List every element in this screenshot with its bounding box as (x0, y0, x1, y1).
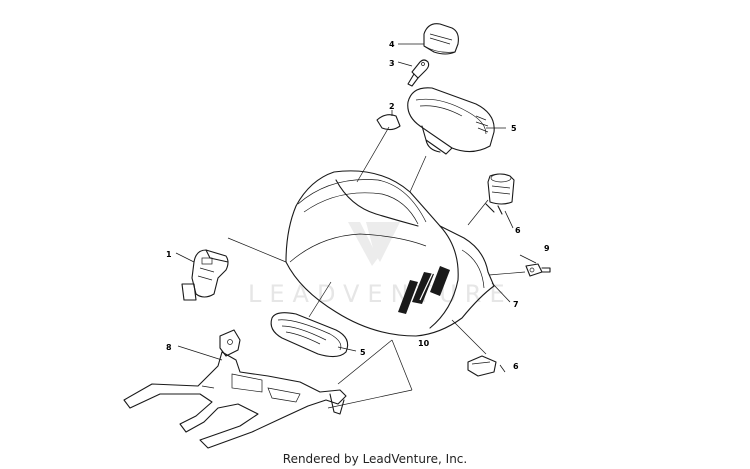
part-8-bracket (123, 329, 347, 449)
callout-8: 8 (166, 343, 172, 352)
watermark-text: LEADVENTURE (248, 280, 513, 308)
part-2-gasket (376, 114, 401, 131)
part-4-ignition-key-cap (423, 23, 459, 55)
part-5-bezel-ring (270, 312, 349, 358)
pod-decal (398, 266, 450, 314)
callout-7: 7 (513, 300, 519, 309)
callout-5-upper: 5 (511, 124, 517, 133)
callout-2: 2 (389, 102, 395, 111)
callout-6-lower: 6 (513, 362, 519, 371)
part-6-accessory-outlet (485, 173, 515, 215)
watermark: LEADVENTURE (248, 222, 513, 308)
part-6-nut (467, 355, 497, 377)
part-9-fastener (525, 263, 551, 277)
part-1-switch (181, 249, 229, 301)
watermark-logo (348, 222, 400, 266)
callout-labels: 4 3 2 5 6 9 7 1 8 5 10 6 (166, 40, 550, 371)
callout-3: 3 (389, 59, 395, 68)
part-7-instrument-pod (285, 170, 495, 337)
callout-9: 9 (544, 244, 550, 253)
part-3-key (407, 59, 430, 87)
callout-1: 1 (166, 250, 172, 259)
callout-5-lower: 5 (360, 348, 366, 357)
callout-4: 4 (389, 40, 395, 49)
callout-6-upper: 6 (515, 226, 521, 235)
footer-credit: Rendered by LeadVenture, Inc. (282, 452, 468, 466)
part-5-gauge (407, 87, 495, 155)
callout-10: 10 (418, 339, 430, 348)
